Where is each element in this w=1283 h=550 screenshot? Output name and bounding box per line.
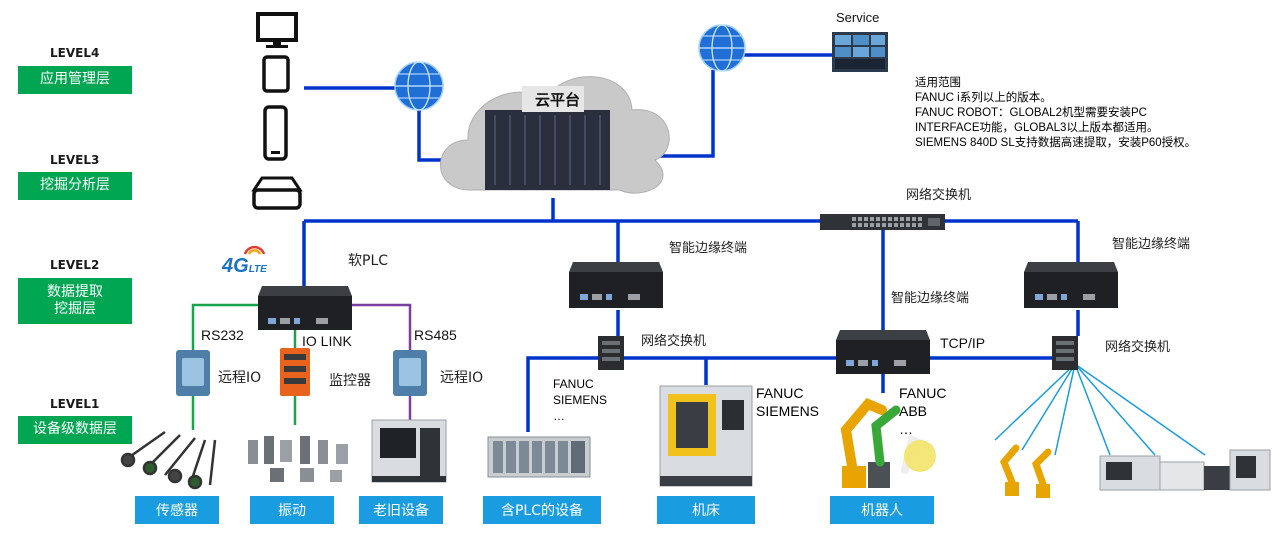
- line-rs485: [350, 303, 412, 350]
- monitor-label: 监控器: [329, 373, 371, 389]
- tcpip-label: TCP/IP: [940, 335, 986, 351]
- lte-sub-text: LTE: [248, 264, 267, 275]
- fan-lines: [994, 363, 1206, 456]
- level4-code: LEVEL4: [50, 46, 100, 60]
- brand-item: SIEMENS: [756, 403, 820, 419]
- edge-terminal-label-2: 智能边缘终端: [891, 291, 970, 306]
- brand-item: FANUC: [553, 377, 594, 391]
- lte-label: 4GLTE: [222, 255, 267, 278]
- scope-note-line: FANUC ROBOT：GLOBAL2机型需要安装PC: [915, 107, 1147, 119]
- category-sensor: 传感器: [135, 496, 219, 524]
- category-robot: 机器人: [830, 496, 934, 524]
- brand-item: …: [553, 409, 565, 423]
- remote-io-label-1: 远程IO: [218, 370, 262, 386]
- brand-item: FANUC: [899, 385, 947, 401]
- brand-item: …: [899, 421, 913, 437]
- edge-terminal-label-3: 智能边缘终端: [1112, 237, 1191, 252]
- line-rs232: [191, 303, 258, 350]
- plc-brand-list: FANUC SIEMENS …: [553, 376, 607, 424]
- switch-label-top: 网络交换机: [906, 188, 972, 203]
- rs485-label: RS485: [414, 327, 457, 343]
- brand-item: FANUC: [756, 385, 804, 401]
- category-vibration: 振动: [250, 496, 334, 524]
- level1-box: 设备级数据层: [18, 416, 132, 444]
- scope-note-line: SIEMENS 840D SL支持数据高速提取，安装P60授权。: [915, 137, 1197, 149]
- rs232-label: RS232: [201, 327, 244, 343]
- line-cloud-globe2: [655, 70, 715, 158]
- category-old-equipment: 老旧设备: [359, 496, 443, 524]
- machine-brand-list: FANUC SIEMENS: [756, 384, 819, 420]
- brand-item: SIEMENS: [553, 393, 608, 407]
- switch-label-right: 网络交换机: [1105, 340, 1171, 355]
- category-machine-tool: 机床: [657, 496, 755, 524]
- robot-brand-list: FANUC ABB …: [899, 384, 946, 438]
- scope-note-line: FANUC i系列以上的版本。: [915, 92, 1052, 104]
- level1-code: LEVEL1: [50, 397, 100, 411]
- scope-note-line: INTERFACE功能，GLOBAL3以上版本都适用。: [915, 122, 1159, 134]
- category-plc-equipment: 含PLC的设备: [483, 496, 601, 524]
- switch-label-mid: 网络交换机: [641, 334, 707, 349]
- remote-io-label-2: 远程IO: [440, 370, 484, 386]
- level2-box: 数据提取 挖掘层: [18, 278, 132, 324]
- level3-box: 挖掘分析层: [18, 172, 132, 200]
- cloud-platform-label: 云平台: [535, 92, 581, 109]
- level4-box: 应用管理层: [18, 66, 132, 94]
- lte-4g-text: 4G: [222, 255, 249, 277]
- service-label: Service: [836, 10, 880, 25]
- edge-terminal-label-1: 智能边缘终端: [669, 241, 748, 256]
- io-link-label: IO LINK: [302, 333, 352, 349]
- brand-item: ABB: [899, 403, 928, 419]
- line-globe-cloud: [417, 108, 452, 162]
- scope-note-title: 适用范围: [915, 77, 961, 89]
- level3-code: LEVEL3: [50, 153, 100, 167]
- level2-code: LEVEL2: [50, 258, 100, 272]
- soft-plc-label: 软PLC: [348, 253, 389, 269]
